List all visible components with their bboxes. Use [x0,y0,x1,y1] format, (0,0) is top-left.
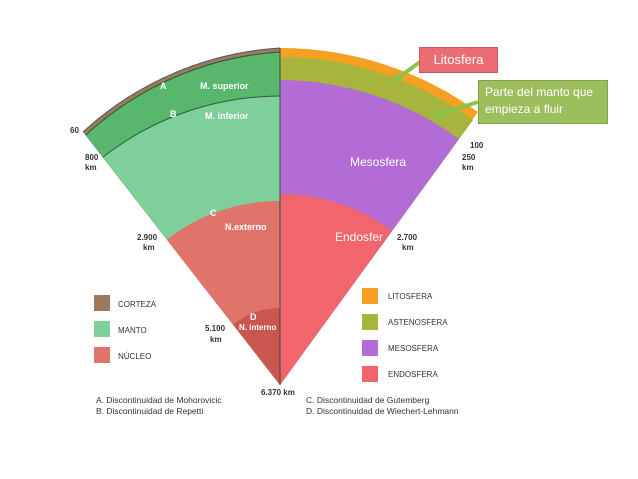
legend-swatch-astenosfera [362,314,378,330]
legend-swatch-endosfera [362,366,378,382]
right-half-dynamic [280,47,478,385]
depth-250-unit: km [462,163,474,172]
note-c: C. Discontinuidad de Gutemberg [306,395,430,405]
legend-swatch-manto [94,321,110,337]
legend-right: LITOSFERA ASTENOSFERA MESOSFERA ENDOSFER… [362,288,448,382]
label-b: B [170,109,177,119]
nucleo-interno-layer [233,308,280,385]
discontinuity-a-line [85,51,281,136]
note-b: B. Discontinuidad de Repetti [96,406,203,416]
litosfera-arrow [396,60,422,80]
legend-label-mesosfera: MESOSFERA [388,344,439,353]
depth-800-num: 800 [85,153,99,162]
label-n-externo: N.externo [225,222,267,232]
label-n-interno: N. interno [239,323,276,332]
depth-6370: 6.370 km [261,388,295,397]
astenosfera-arrow [439,100,479,116]
depth-100: 100 [470,141,484,150]
legend-swatch-mesosfera [362,340,378,356]
left-half-composition [83,48,281,385]
astenosfera-arrowhead [431,108,444,119]
astenosfera-callout: Parte del manto que empieza a fluir [478,80,608,124]
depth-2700-unit: km [402,243,414,252]
litosfera-callout: Litosfera [419,47,498,73]
label-d: D [250,312,257,322]
depth-2700-num: 2.700 [397,233,418,242]
legend-swatch-nucleo [94,347,110,363]
depth-5100-unit: km [210,335,222,344]
note-d: D. Discontinuidad de Wiechert-Lehmann [306,406,459,416]
legend-label-endosfera: ENDOSFERA [388,370,438,379]
depth-60: 60 [70,126,79,135]
legend-label-astenosfera: ASTENOSFERA [388,318,448,327]
depth-800-unit: km [85,163,97,172]
legend-left: CORTEZA MANTO NÚCLEO [94,295,157,363]
discontinuity-b-line [102,95,281,158]
endosfera-layer [280,194,392,385]
label-a: A [160,81,167,91]
legend-label-litosfera: LITOSFERA [388,292,433,301]
depth-250-num: 250 [462,153,476,162]
label-m-inferior: M. inferior [205,111,249,121]
legend-label-corteza: CORTEZA [118,300,157,309]
label-m-superior: M. superior [200,81,249,91]
label-endosfera: Endosfer [335,230,383,244]
label-c: C [210,208,217,218]
legend-swatch-corteza [94,295,110,311]
depth-2900-num: 2.900 [137,233,158,242]
litosfera-arrowhead [392,72,403,83]
legend-label-nucleo: NÚCLEO [118,352,151,361]
label-mesosfera: Mesosfera [350,155,406,169]
note-a: A. Discontinuidad de Mohorovicic [96,395,222,405]
outer-edge-line [82,47,281,133]
depth-5100-num: 5.100 [205,324,226,333]
depth-2900-unit: km [143,243,155,252]
legend-swatch-litosfera [362,288,378,304]
legend-label-manto: MANTO [118,326,147,335]
